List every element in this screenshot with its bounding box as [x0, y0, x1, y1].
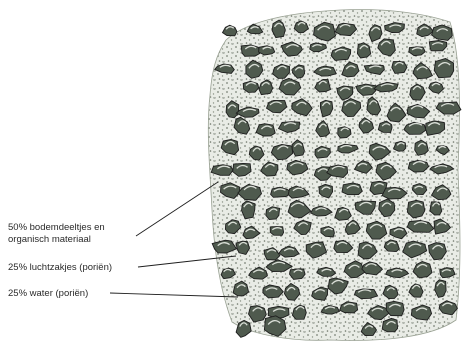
rock-particle — [256, 124, 275, 136]
label-particles-line-1: 50% bodemdeeltjes en — [8, 222, 158, 234]
rock-particle — [430, 202, 442, 215]
label-particles-line-2: organisch materiaal — [8, 234, 158, 246]
label-water-pores: 25% water (poriën) — [8, 288, 88, 300]
label-water-pores-text: 25% water (poriën) — [8, 288, 88, 300]
rock-particle — [429, 41, 447, 51]
leader-line-water — [110, 293, 238, 297]
rock-particle — [434, 59, 453, 78]
label-air-pores-text: 25% luchtzakjes (poriën) — [8, 262, 112, 274]
rock-particle — [386, 301, 404, 316]
label-air-pores: 25% luchtzakjes (poriën) — [8, 262, 112, 274]
label-particles: 50% bodemdeeltjes en organisch materiaal — [8, 222, 158, 246]
rock-particle — [342, 183, 362, 195]
